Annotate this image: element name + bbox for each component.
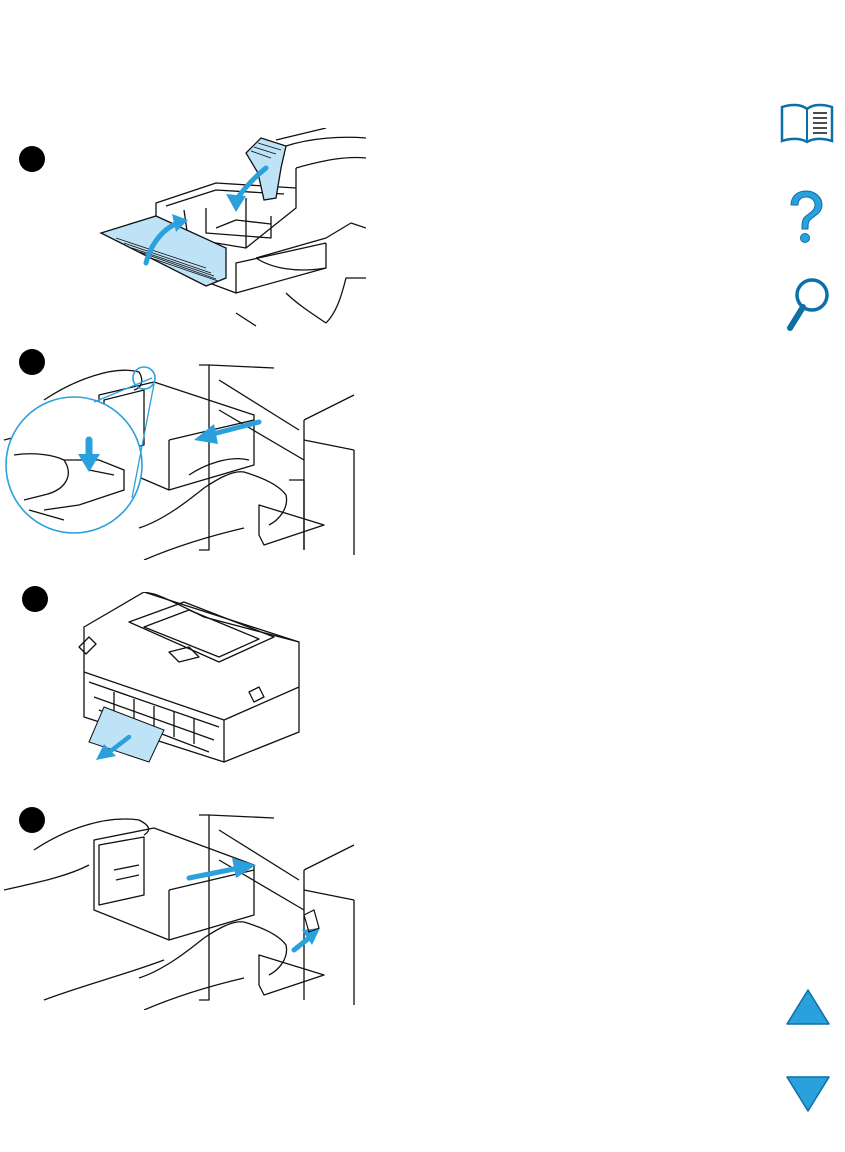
search-icon[interactable] bbox=[784, 276, 832, 332]
page-up-icon[interactable] bbox=[785, 988, 831, 1026]
step-3-illustration bbox=[74, 592, 314, 782]
step-4-illustration bbox=[4, 810, 366, 1010]
help-icon[interactable] bbox=[783, 189, 829, 245]
step-1-illustration bbox=[96, 128, 366, 328]
step-2-illustration bbox=[4, 360, 366, 560]
page-down-icon[interactable] bbox=[785, 1075, 831, 1113]
book-icon[interactable] bbox=[779, 101, 835, 145]
step-1-badge bbox=[19, 146, 45, 172]
step-3-badge bbox=[22, 586, 48, 612]
